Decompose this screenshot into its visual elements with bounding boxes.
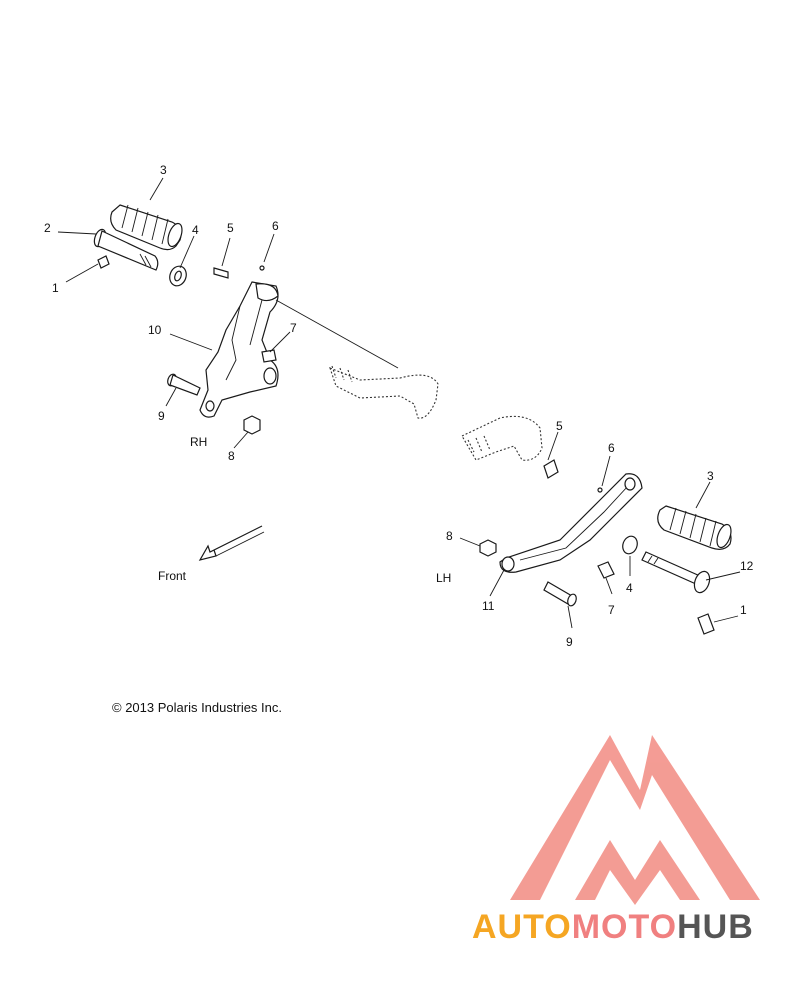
callout-rh-9: 9	[158, 409, 165, 423]
lh-shifter-ghost	[461, 415, 543, 461]
watermark-text: AUTOMOTOHUB	[472, 908, 754, 946]
watermark-hub: HUB	[677, 908, 754, 946]
callout-rh-3: 3	[160, 163, 167, 177]
callout-labels: 3 2 1 4 5 6 10 7 9 8 5 6 3 8 12 11 7 4 9…	[44, 163, 754, 649]
callout-lh-4: 4	[626, 581, 633, 595]
front-arrow	[198, 525, 265, 561]
lh-cotter	[597, 487, 603, 493]
callout-rh-2: 2	[44, 221, 51, 235]
copyright-text: © 2013 Polaris Industries Inc.	[112, 700, 282, 715]
lh-footpeg-rubber	[657, 505, 732, 550]
rh-bolt-small	[213, 267, 229, 279]
rh-cotter	[259, 265, 265, 271]
callout-rh-1: 1	[52, 281, 59, 295]
callout-lh-9: 9	[566, 635, 573, 649]
lh-bolt-long	[543, 581, 577, 607]
rh-clevis-pin	[97, 255, 110, 269]
callout-lh-3: 3	[707, 469, 714, 483]
callout-rh-6: 6	[272, 219, 279, 233]
rh-footpeg-pin	[93, 228, 159, 271]
callout-lh-12: 12	[740, 559, 754, 573]
lh-clevis-pin	[697, 613, 715, 635]
callout-rh-8: 8	[228, 449, 235, 463]
rh-stud	[261, 349, 277, 363]
callout-lh-1: 1	[740, 603, 747, 617]
callout-lh-5: 5	[556, 419, 563, 433]
rh-footpeg-rubber	[110, 204, 183, 251]
rh-nut	[243, 415, 261, 435]
rh-footpeg-bracket	[199, 281, 279, 418]
lh-assembly	[461, 415, 732, 635]
automotohub-logo	[510, 735, 760, 905]
lh-nut	[479, 539, 497, 557]
callout-rh-7: 7	[290, 321, 297, 335]
rh-brake-pedal-ghost	[329, 365, 439, 419]
rh-bolt-long	[167, 373, 201, 396]
leader-lines	[57, 177, 741, 629]
lh-side-label: LH	[436, 571, 451, 585]
lh-bolt-small	[543, 459, 559, 479]
callout-lh-11: 11	[482, 599, 495, 613]
callout-lh-7: 7	[608, 603, 615, 617]
lh-washer	[622, 535, 638, 555]
lh-stud	[597, 561, 615, 579]
callout-rh-4: 4	[192, 223, 199, 237]
callout-rh-10: 10	[148, 323, 162, 337]
watermark-auto: AUTO	[472, 908, 572, 946]
callout-rh-5: 5	[227, 221, 234, 235]
callout-lh-6: 6	[608, 441, 615, 455]
rh-assembly	[93, 204, 439, 435]
lh-shift-lever	[499, 473, 643, 573]
front-label: Front	[158, 569, 187, 583]
watermark-moto: MOTO	[572, 908, 677, 946]
rh-side-label: RH	[190, 435, 207, 449]
callout-lh-8: 8	[446, 529, 453, 543]
lh-footpeg-pin	[641, 551, 711, 594]
